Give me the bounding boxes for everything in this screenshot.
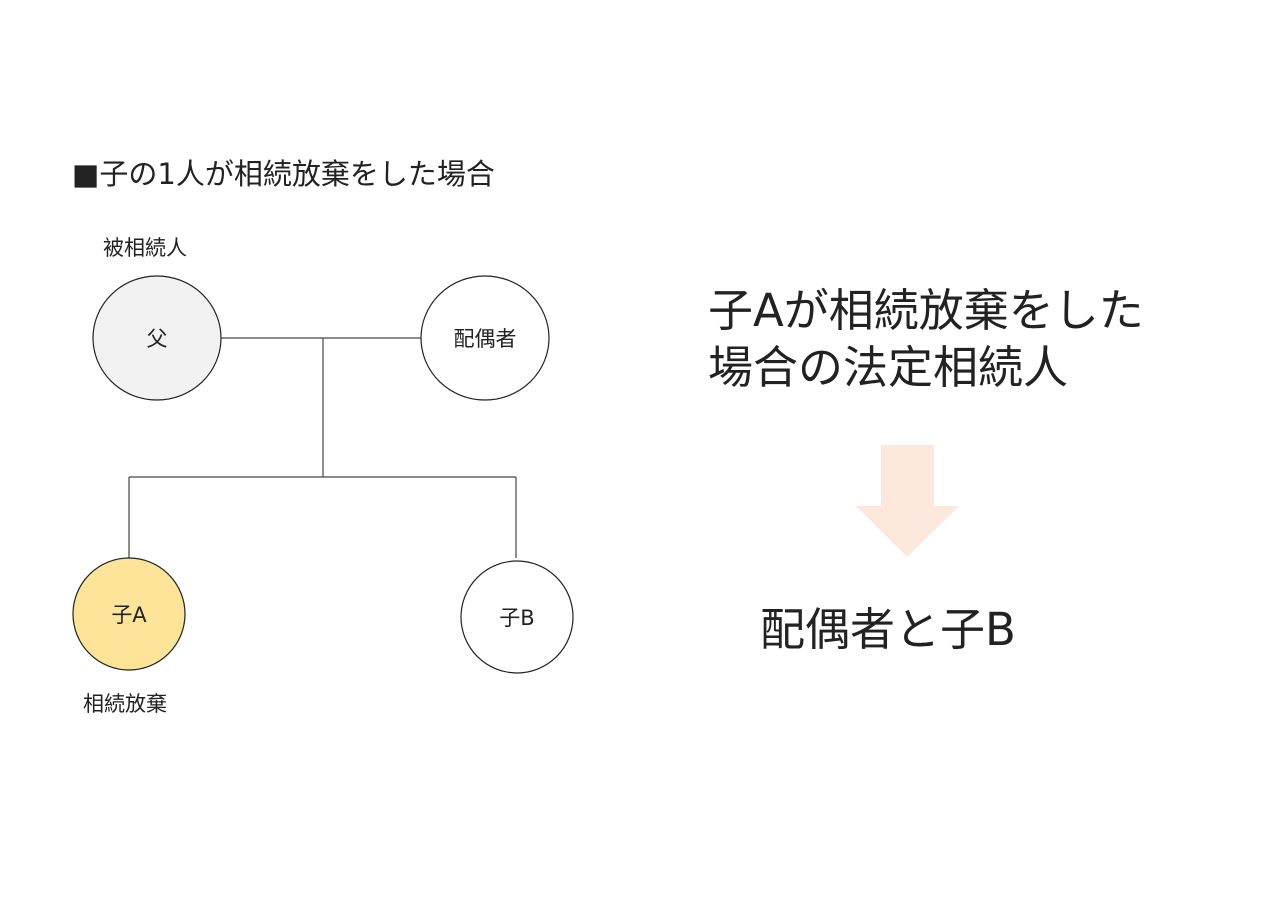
spouse-node [420,275,550,401]
result-heading: 子Aが相続放棄をした 場合の法定相続人 [708,282,1228,396]
father-node [92,275,222,401]
child-a-label: 子A [111,603,147,627]
down-arrow-icon [856,445,959,557]
father-label: 父 [146,327,168,351]
renunciation-caption: 相続放棄 [83,692,167,716]
child-b-node [460,560,574,674]
child-b-label: 子B [499,606,535,630]
heirs-answer: 配偶者と子B [760,603,1016,656]
result-line-2: 場合の法定相続人 [708,341,1069,394]
decedent-caption: 被相続人 [103,236,187,260]
child-a-node [72,557,186,671]
spouse-label: 配偶者 [453,327,517,351]
page-title: ■子の1人が相続放棄をした場合 [72,157,495,191]
result-line-1: 子Aが相続放棄をした [708,284,1144,337]
